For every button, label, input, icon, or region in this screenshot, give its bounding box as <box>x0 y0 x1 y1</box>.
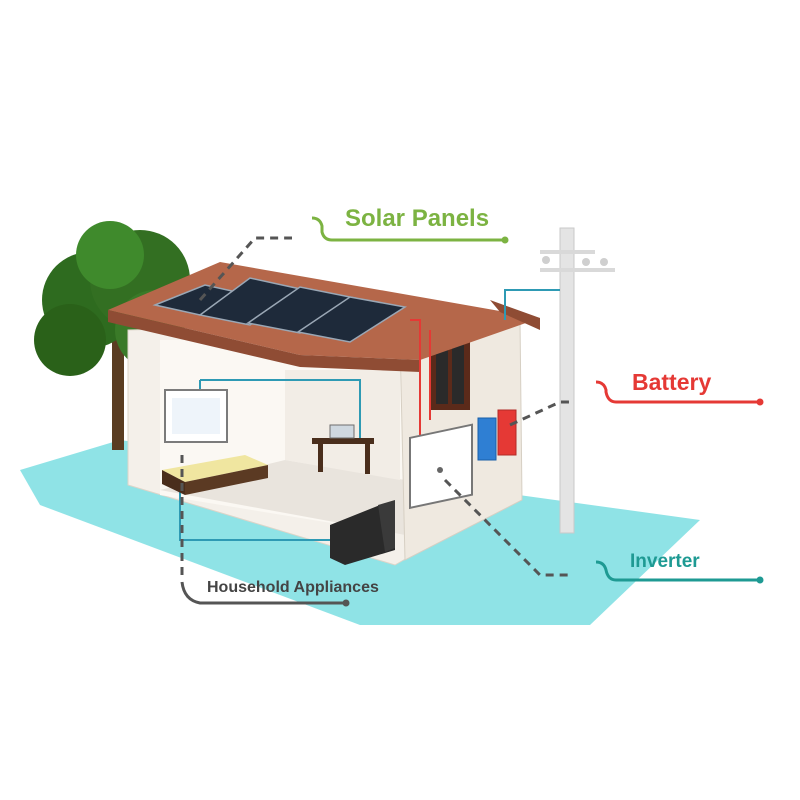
utility-pole-icon <box>540 227 615 534</box>
callout-household-appliances <box>180 455 350 607</box>
callout-battery <box>509 380 764 427</box>
solar-panel-icon <box>152 277 408 343</box>
inverter-label: Inverter <box>630 551 700 572</box>
sofa-icon <box>330 500 395 565</box>
wiring <box>179 289 560 541</box>
household-appliances-label: Household Appliances <box>207 579 379 596</box>
tv-icon <box>164 389 228 443</box>
callout-solar-panels <box>198 216 509 301</box>
bed-icon <box>162 455 268 495</box>
callout-inverter <box>443 478 764 584</box>
battery-label: Battery <box>632 369 712 395</box>
battery-icon <box>477 409 517 461</box>
desk-icon <box>312 424 374 474</box>
solar-panels-label: Solar Panels <box>345 205 490 232</box>
inverter-icon <box>409 423 473 510</box>
